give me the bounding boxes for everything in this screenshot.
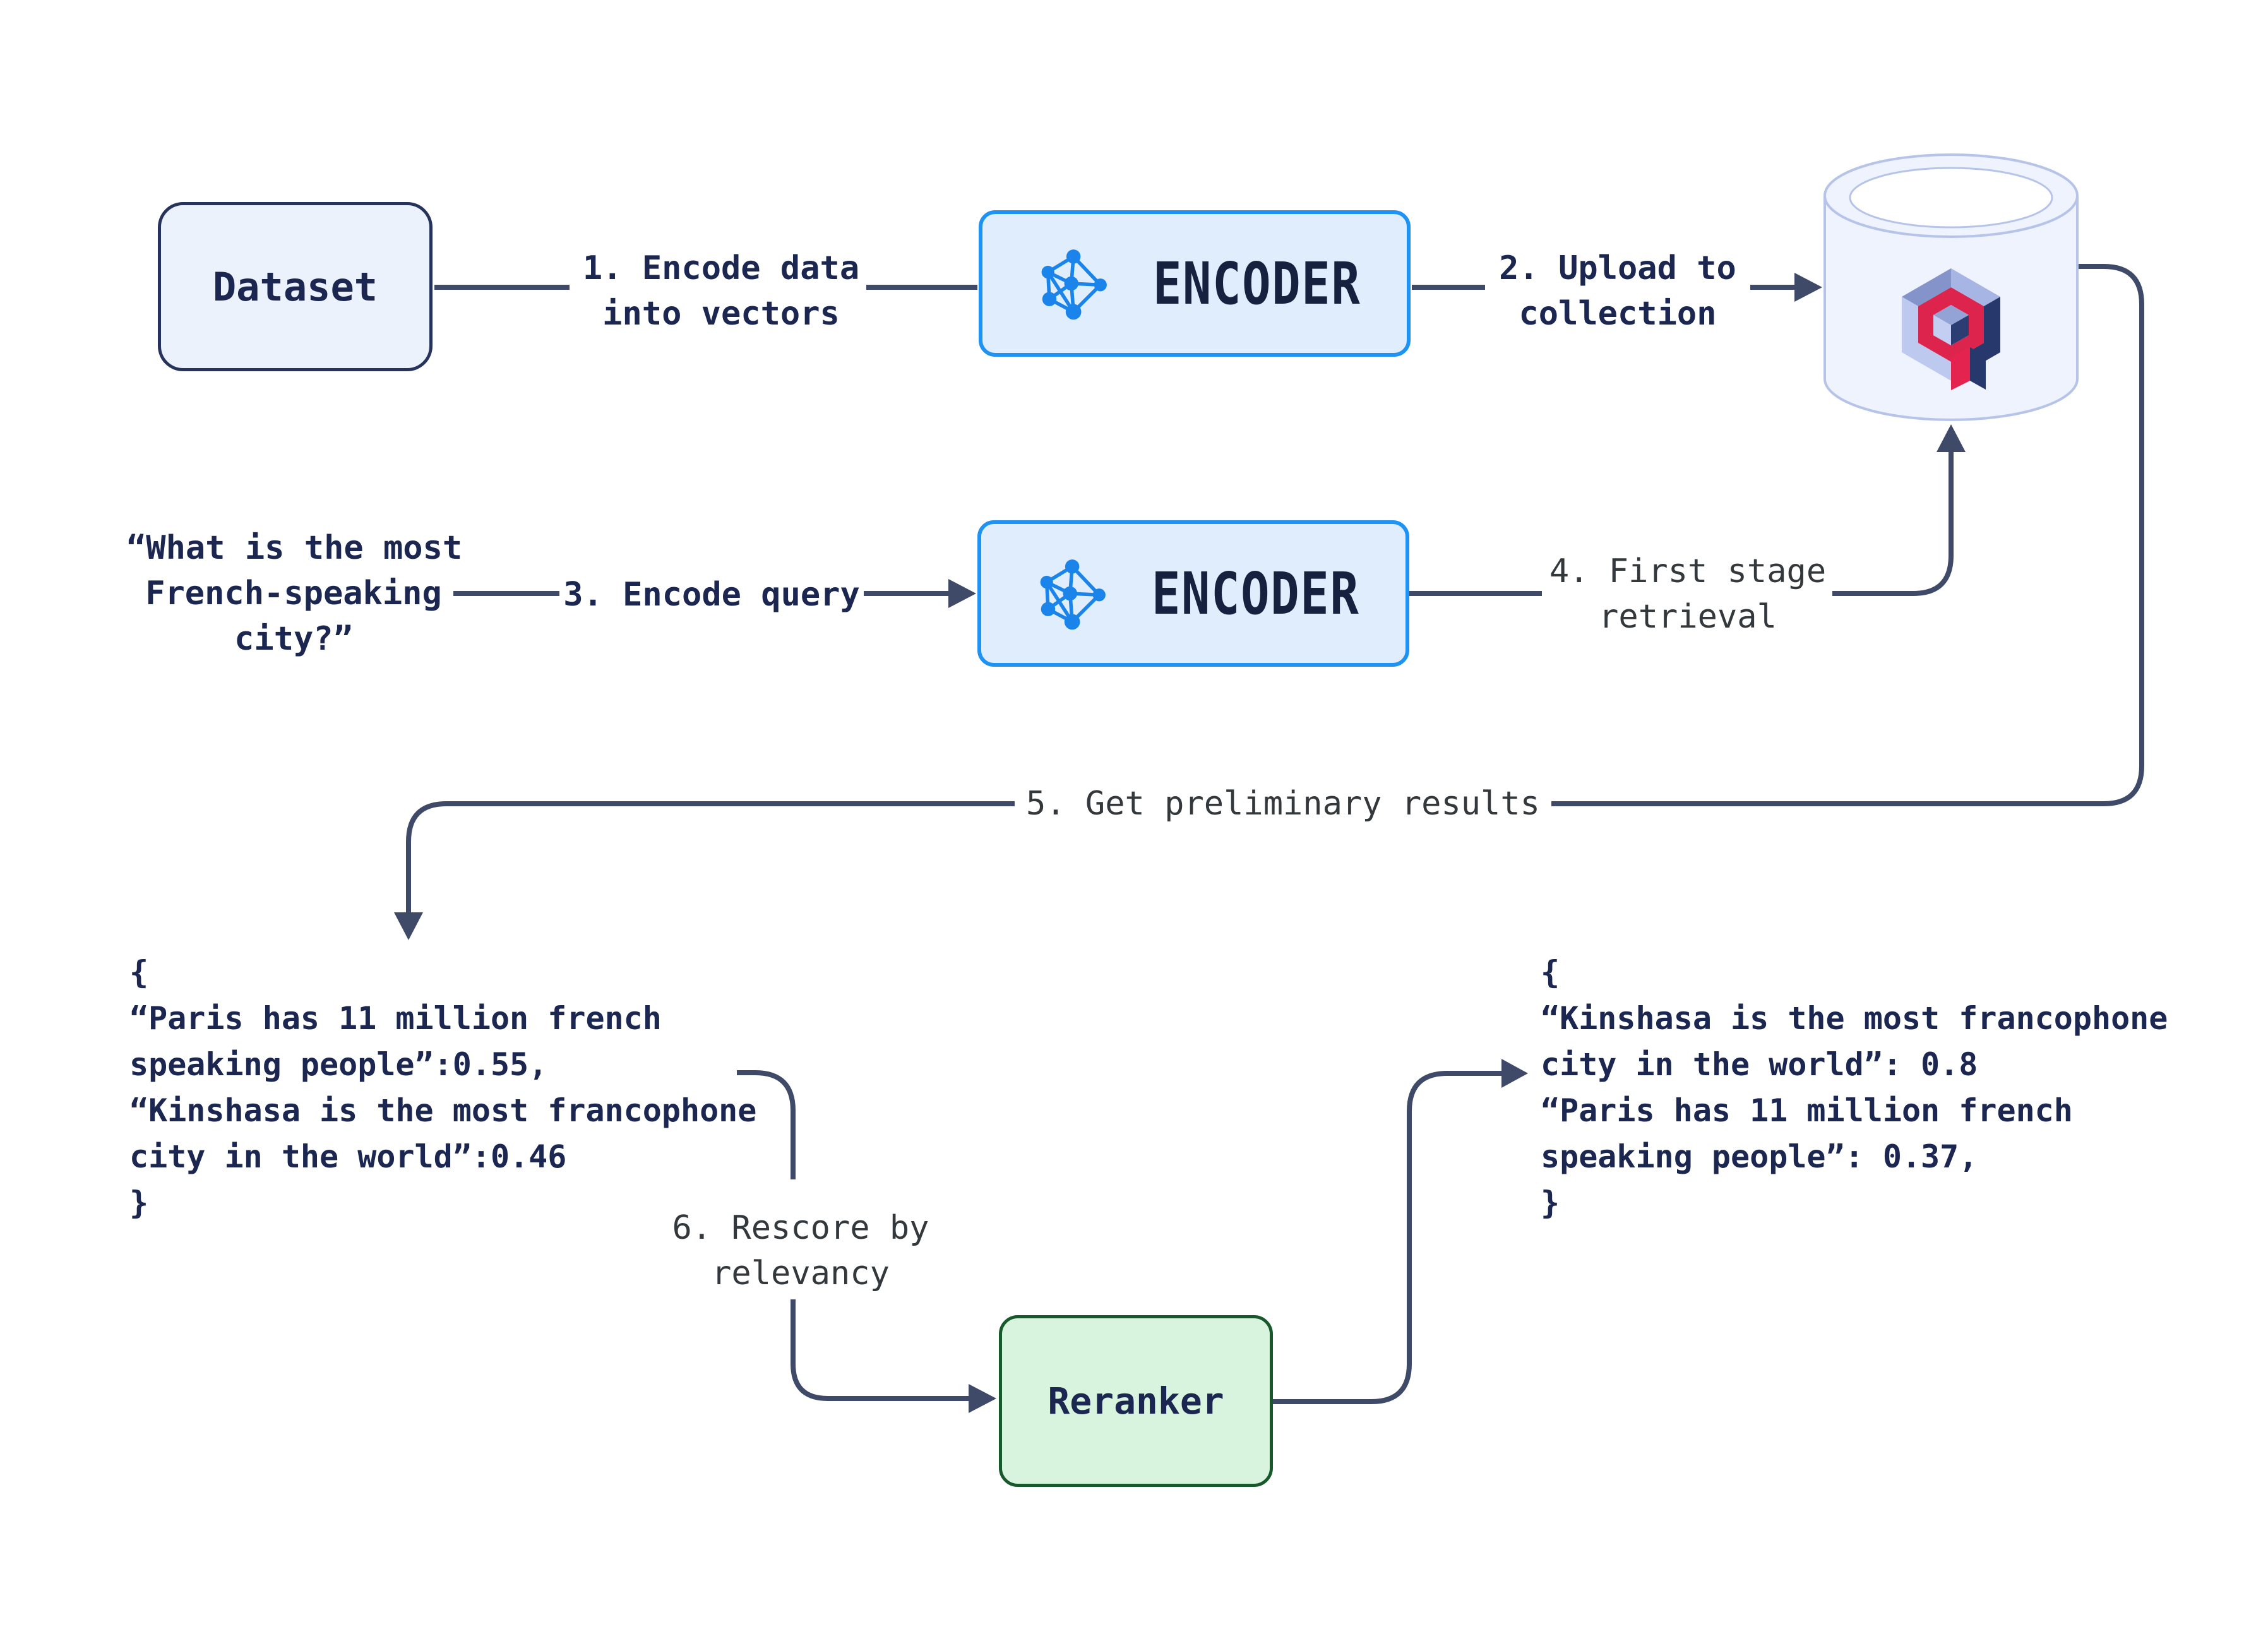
- dataset-label: Dataset: [212, 263, 378, 310]
- encoder-node-bottom: ENCODER: [977, 520, 1409, 667]
- arrowhead-up-into-db: [1937, 424, 1966, 452]
- query-text: “What is the most French-speaking city?”: [126, 529, 463, 658]
- reranker-label: Reranker: [1047, 1380, 1224, 1422]
- encoder-label: ENCODER: [1153, 249, 1361, 318]
- encoder-label: ENCODER: [1152, 559, 1360, 628]
- neural-network-icon: [1040, 559, 1106, 630]
- neural-network-icon: [1041, 249, 1107, 320]
- arrowhead-into-output: [1501, 1059, 1528, 1088]
- step6-label: 6. Rescore by relevancy: [672, 1209, 929, 1292]
- step2-label: 2. Upload to collection: [1499, 249, 1736, 333]
- database-cylinder-icon: [1823, 153, 2079, 421]
- dataset-node: Dataset: [158, 202, 433, 371]
- encoder-node-top: ENCODER: [979, 210, 1411, 357]
- wire-reranker-to-output: [1273, 1071, 1501, 1404]
- arrowhead-into-reranker: [969, 1384, 996, 1413]
- arrowhead-into-encoder: [948, 579, 976, 608]
- preliminary-results-json: { “Paris has 11 million french speaking …: [129, 954, 757, 1221]
- reranked-results-json: { “Kinshasa is the most francophone city…: [1541, 954, 2168, 1221]
- qdrant-logo: [1902, 268, 2000, 390]
- wire-step6-to-reranker: [791, 1299, 969, 1401]
- wire-results-to-step6: [737, 1070, 796, 1179]
- step3-label: 3. Encode query: [563, 576, 860, 614]
- step4-label: 4. First stage retrieval: [1549, 552, 1827, 636]
- step1-label: 1. Encode data into vectors: [582, 249, 860, 333]
- wire-db-to-results: [406, 264, 2144, 912]
- wire-step4-to-db: [1832, 452, 1954, 596]
- step5-label: 5. Get preliminary results: [1015, 781, 1551, 826]
- arrowhead-down-results: [394, 912, 423, 940]
- arrowhead-into-db: [1794, 273, 1822, 302]
- reranker-node: Reranker: [999, 1315, 1273, 1487]
